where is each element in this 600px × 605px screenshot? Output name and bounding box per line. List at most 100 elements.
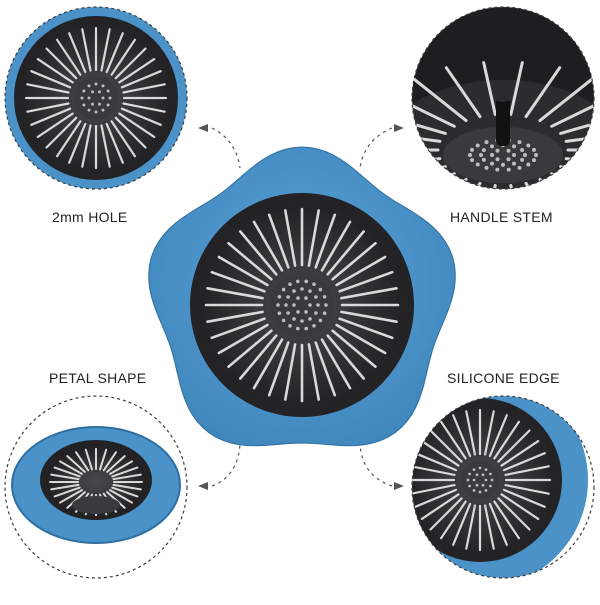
drain-hole (98, 90, 101, 94)
strainer-slot (120, 70, 162, 89)
drain-hole (314, 311, 318, 315)
drain-hole (534, 153, 538, 157)
strainer-slot (550, 172, 594, 189)
drain-hole (472, 468, 476, 471)
callout-connectors (211, 127, 393, 487)
inset-tl-slots (24, 26, 168, 170)
drain-hole (91, 102, 94, 106)
strainer-slot (500, 493, 540, 521)
drain-hole (472, 489, 476, 492)
drain-hole (475, 473, 479, 477)
strainer-slot (440, 420, 467, 460)
drain-hole (308, 289, 312, 293)
strainer-slot (45, 116, 78, 149)
drain-hole (304, 326, 309, 331)
strainer-slot (105, 32, 124, 74)
strainer-slot (252, 220, 284, 272)
strainer-slot (53, 486, 81, 498)
label-petal-shape: PETAL SHAPE (49, 370, 147, 386)
basket-slots (204, 207, 400, 403)
strainer-slot (30, 70, 72, 89)
strainer-slot (524, 66, 562, 119)
drain-hole (490, 478, 494, 482)
strainer-slot (30, 107, 72, 126)
drain-hole (322, 311, 327, 316)
drain-hole (481, 148, 486, 153)
strainer-slot (500, 440, 540, 467)
strainer-slot (340, 310, 398, 324)
strainer-slot (331, 242, 377, 281)
strainer-slot (55, 120, 82, 158)
drain-hole (304, 296, 308, 300)
strainer-slot (102, 451, 117, 472)
drain-hole (466, 478, 470, 482)
label-handle-stem: HANDLE STEM (450, 209, 553, 225)
drain-hole (312, 282, 316, 287)
strainer-slot (59, 460, 83, 475)
strainer-slot (414, 452, 458, 472)
drain-hole (91, 90, 94, 94)
drain-hole (470, 147, 474, 152)
drain-hole (484, 140, 489, 145)
drain-hole (296, 326, 300, 331)
strainer-slot (452, 502, 472, 546)
drain-hole (80, 96, 84, 100)
strainer-slot (100, 28, 111, 72)
strainer-slot (497, 429, 531, 463)
inset-br-holes (466, 466, 494, 494)
drain-hole (288, 282, 292, 287)
strainer-slot (550, 90, 594, 128)
strainer-slot (564, 127, 594, 143)
drain-hole (475, 483, 479, 487)
strainer-slot (482, 61, 497, 116)
drain-hole (318, 287, 323, 292)
connector-top-left (211, 127, 241, 169)
drain-hole (468, 153, 472, 157)
drain-hole (106, 103, 110, 107)
strainer-slot (26, 83, 70, 94)
strainer-slot (227, 242, 273, 281)
callout-arrowheads (198, 124, 404, 490)
strainer-slot (106, 455, 126, 473)
strainer-slot (420, 440, 460, 467)
strainer-slot (122, 102, 166, 113)
connector-bottom-right (359, 443, 393, 487)
strainer-slot (45, 47, 78, 80)
drain-hole (526, 162, 531, 167)
drain-hole (101, 108, 105, 112)
strainer-slot (338, 317, 394, 340)
drain-hole (501, 162, 505, 167)
inset-br-slots (412, 408, 552, 552)
strainer-slot (112, 473, 142, 481)
strainer-slot (493, 420, 521, 460)
strainer-slot (412, 484, 456, 495)
strainer-slot (412, 127, 442, 143)
drain-hole (479, 153, 483, 157)
drain-hole (481, 483, 485, 487)
drain-hole (300, 319, 304, 323)
strainer-slot (112, 483, 142, 491)
strainer-slot (412, 157, 442, 173)
strainer-slot (114, 116, 147, 149)
strainer-slot (84, 448, 93, 471)
drain-hole (94, 110, 98, 114)
drain-hole (292, 317, 296, 321)
strainer-slot (267, 341, 290, 397)
drain-hole (478, 490, 482, 494)
strainer-slot (283, 209, 297, 267)
strainer-slot (50, 483, 80, 491)
strainer-slot (564, 157, 594, 173)
strainer-slot (335, 255, 387, 287)
drain-hole (512, 144, 516, 149)
drain-hole (517, 140, 522, 145)
strainer-slot (452, 414, 472, 458)
drain-hole (300, 287, 304, 291)
arrow-br (394, 482, 404, 490)
drain-hole (484, 489, 488, 492)
strainer-slot (120, 107, 162, 126)
drain-hole (489, 472, 492, 476)
strainer-slot (465, 410, 476, 456)
strainer-slot (412, 107, 447, 135)
strainer-slot (314, 341, 337, 397)
strainer-slot (99, 448, 108, 471)
